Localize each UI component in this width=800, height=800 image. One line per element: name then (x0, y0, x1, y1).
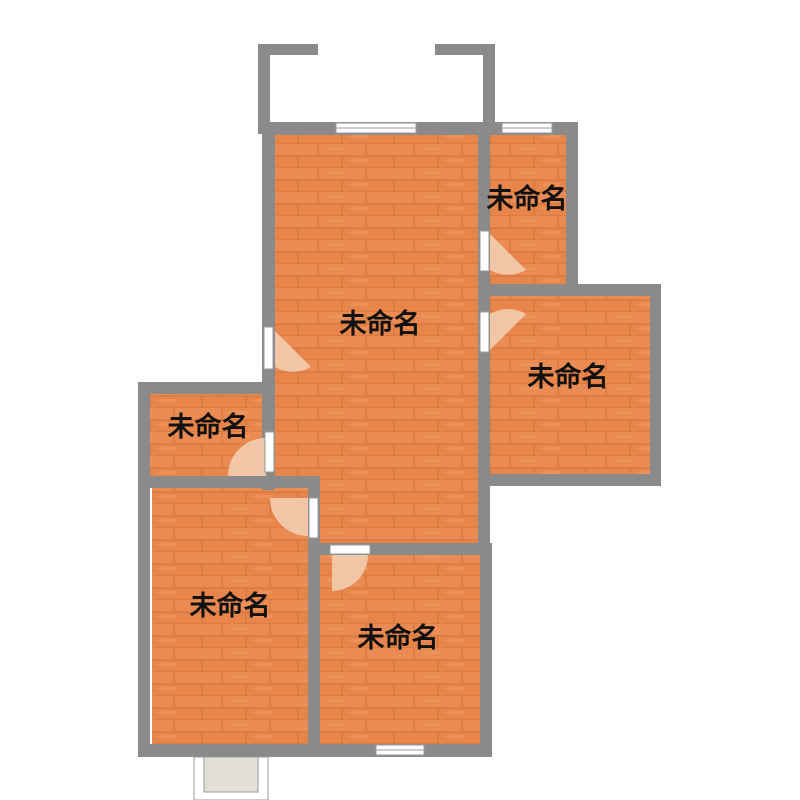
door-bottom-middle[interactable] (329, 544, 371, 591)
room-label-bottom-left: 未命名 (190, 590, 271, 622)
door-bottom-left[interactable] (270, 497, 319, 539)
room-label-small-left: 未命名 (168, 411, 249, 443)
door-right-room[interactable] (479, 309, 526, 353)
room-label-living: 未命名 (340, 308, 421, 340)
floor-right (490, 296, 650, 474)
top-balcony-walls (258, 44, 495, 134)
door-top-right[interactable] (479, 230, 526, 275)
bottom-balcony (193, 756, 269, 800)
window-living-top (335, 122, 417, 134)
window-bottom-middle (375, 744, 425, 756)
door-small-left[interactable] (228, 431, 275, 476)
walls (138, 122, 661, 757)
room-label-top-right: 未命名 (487, 183, 568, 215)
windows (335, 122, 553, 756)
room-label-bottom-middle: 未命名 (358, 622, 439, 654)
room-labels: 未命名 未命名 未命名 未命名 未命名 未命名 (168, 183, 609, 654)
door-living-left[interactable] (263, 326, 311, 372)
window-top-right (501, 122, 553, 134)
doors (228, 230, 526, 591)
room-label-right: 未命名 (528, 361, 609, 393)
floor-bottom-left (152, 488, 308, 744)
